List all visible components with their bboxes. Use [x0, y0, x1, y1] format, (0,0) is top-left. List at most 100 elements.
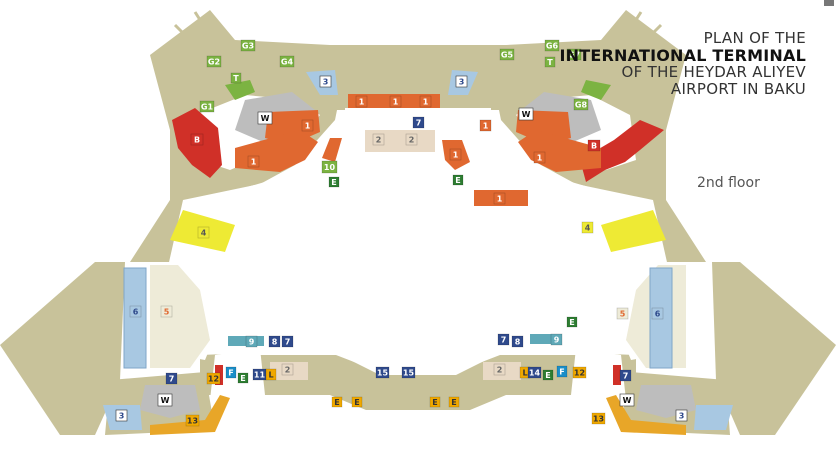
- shop-1-left-b-badge[interactable]: 1: [247, 155, 260, 168]
- red-strip-right[interactable]: [613, 365, 621, 385]
- teal-9-right-badge[interactable]: 9: [550, 333, 563, 346]
- elevator-left-top-badge-box: [328, 176, 340, 188]
- shop-1-left-a-badge[interactable]: 1: [301, 119, 314, 132]
- family-f-left-badge[interactable]: F: [225, 366, 237, 379]
- lounge-4-left-badge[interactable]: 4: [197, 226, 210, 239]
- wc-top-right-badge[interactable]: W: [518, 107, 534, 121]
- escalator-13-right-badge[interactable]: 13: [591, 412, 606, 425]
- escalator-e-4-badge[interactable]: E: [448, 396, 460, 408]
- family-f-right-badge[interactable]: F: [556, 365, 568, 378]
- title-line-1: PLAN OF THE: [703, 29, 806, 47]
- info-7-right-badge[interactable]: 7: [497, 333, 510, 346]
- info-7-left-badge[interactable]: 7: [281, 335, 294, 348]
- shop-1-top-a-badge[interactable]: 1: [355, 95, 368, 108]
- passport-6-right-badge[interactable]: 6: [651, 307, 664, 320]
- info-15-left-badge[interactable]: 15: [375, 366, 390, 379]
- shop-1-top-b-badge[interactable]: 1: [389, 95, 402, 108]
- elevator-bottom-left-badge[interactable]: E: [237, 372, 249, 384]
- lift-l-left-badge[interactable]: L: [265, 368, 277, 381]
- cafe-2-top-a-badge[interactable]: 2: [372, 133, 385, 146]
- cafe-2-top-b-badge[interactable]: 2: [405, 133, 418, 146]
- blue-zone-3-top-left-badge[interactable]: 3: [319, 75, 332, 88]
- blue-area-bottom-right[interactable]: [694, 405, 733, 430]
- cafe-2-bottom-right-badge[interactable]: 2: [493, 363, 506, 376]
- shop-1-top-b-label: 1: [393, 98, 399, 107]
- shop-1-right-low-badge[interactable]: 1: [493, 192, 506, 205]
- bar-b-right-badge[interactable]: B: [587, 139, 601, 152]
- info-7-bottom-right-badge[interactable]: 7: [619, 369, 632, 382]
- wc-bottom-left-badge-box: [157, 393, 173, 407]
- escalator-e-2-badge[interactable]: E: [351, 396, 363, 408]
- blue-zone-3-bottom-left-badge[interactable]: 3: [115, 409, 128, 422]
- info-8-left-badge[interactable]: 8: [268, 335, 281, 348]
- blue-zone-3-bottom-right-badge[interactable]: 3: [675, 409, 688, 422]
- orange-band-right[interactable]: [606, 395, 686, 435]
- blue-zone-3-top-right-badge-box: [455, 75, 468, 88]
- duty-free-left[interactable]: [150, 265, 210, 368]
- teal-strip-right[interactable]: [530, 334, 562, 344]
- escalator-12-right-badge[interactable]: 12: [572, 366, 587, 379]
- info-15-right-badge[interactable]: 15: [401, 366, 416, 379]
- gate-g6-label: G6: [546, 42, 559, 51]
- gate-g4-badge[interactable]: G4: [279, 55, 295, 68]
- shop-1-center-badge[interactable]: 1: [449, 148, 462, 161]
- duty-free-5-right-label: 5: [620, 310, 626, 319]
- cafe-2-top-b-badge-box: [405, 133, 418, 146]
- cafe-2-bottom-left-badge-box: [281, 363, 294, 376]
- info-7-bottom-left-badge[interactable]: 7: [165, 372, 178, 385]
- map-title: PLAN OF THE INTERNATIONAL TERMINAL OF TH…: [560, 30, 806, 98]
- lift-l-left-label: L: [268, 371, 273, 380]
- wc-top-left-badge[interactable]: W: [257, 111, 273, 125]
- green-area-top-right[interactable]: [581, 80, 611, 100]
- gate-g5-badge[interactable]: G5: [499, 48, 515, 61]
- blue-zone-3-top-left-label: 3: [323, 78, 329, 87]
- gate-10-badge[interactable]: 10: [321, 160, 338, 174]
- wc-bottom-left-badge[interactable]: W: [157, 393, 173, 407]
- gate-g8-badge[interactable]: G8: [573, 98, 589, 111]
- gate-g7-badge[interactable]: G7: [566, 48, 582, 61]
- escalator-e-3-badge[interactable]: E: [429, 396, 441, 408]
- passport-area-left[interactable]: [123, 267, 147, 369]
- lounge-area-right[interactable]: [601, 210, 666, 252]
- lounge-4-right-badge[interactable]: 4: [581, 221, 594, 234]
- gate-g1-badge[interactable]: G1: [199, 100, 215, 113]
- shop-strip-diag-left[interactable]: [322, 138, 342, 162]
- transit-right-badge[interactable]: T: [544, 56, 556, 68]
- escalator-12-left-badge[interactable]: 12: [206, 372, 221, 385]
- shop-1-left-b-label: 1: [251, 158, 257, 167]
- escalator-e-1-badge[interactable]: E: [331, 396, 343, 408]
- duty-free-5-right-badge[interactable]: 5: [616, 307, 629, 320]
- gate-g2-label: G2: [208, 58, 220, 67]
- escalator-12-right-label: 12: [574, 369, 585, 378]
- bar-b-left-badge[interactable]: B: [190, 133, 204, 146]
- elevator-left-top-badge[interactable]: E: [328, 176, 340, 188]
- duty-free-5-left-badge[interactable]: 5: [160, 305, 173, 318]
- elevator-right-top-badge[interactable]: E: [452, 174, 464, 186]
- teal-9-left-badge[interactable]: 9: [245, 335, 258, 348]
- wc-bottom-right-badge[interactable]: W: [619, 393, 635, 407]
- gate-g3-badge[interactable]: G3: [240, 39, 256, 52]
- blue-zone-3-top-right-badge[interactable]: 3: [455, 75, 468, 88]
- shop-1-top-a-badge-box: [355, 95, 368, 108]
- info-8-right-badge[interactable]: 8: [511, 335, 524, 348]
- elevator-right-mid-badge[interactable]: E: [566, 316, 578, 328]
- info-11-badge[interactable]: 11: [252, 368, 267, 381]
- orange-band-left[interactable]: [150, 395, 230, 435]
- shop-1-right-b-badge[interactable]: 1: [533, 151, 546, 164]
- cafe-2-bottom-left-badge[interactable]: 2: [281, 363, 294, 376]
- transit-right-badge-box: [544, 56, 556, 68]
- green-area-top-left[interactable]: [225, 80, 255, 100]
- escalator-13-left-badge[interactable]: 13: [185, 414, 200, 427]
- passport-6-left-badge[interactable]: 6: [129, 305, 142, 318]
- transit-left-badge-box: [230, 72, 242, 84]
- gate-g2-badge[interactable]: G2: [206, 55, 222, 68]
- info-14-badge[interactable]: 14: [527, 366, 542, 379]
- shop-1-top-c-badge[interactable]: 1: [419, 95, 432, 108]
- elevator-bottom-right-badge[interactable]: E: [542, 369, 554, 381]
- info-7-right-label: 7: [501, 336, 507, 345]
- gate-g6-badge[interactable]: G6: [544, 39, 560, 52]
- shop-1-right-a-badge[interactable]: 1: [479, 119, 492, 132]
- info-7-top-badge[interactable]: 7: [412, 116, 425, 129]
- transit-left-badge[interactable]: T: [230, 72, 242, 84]
